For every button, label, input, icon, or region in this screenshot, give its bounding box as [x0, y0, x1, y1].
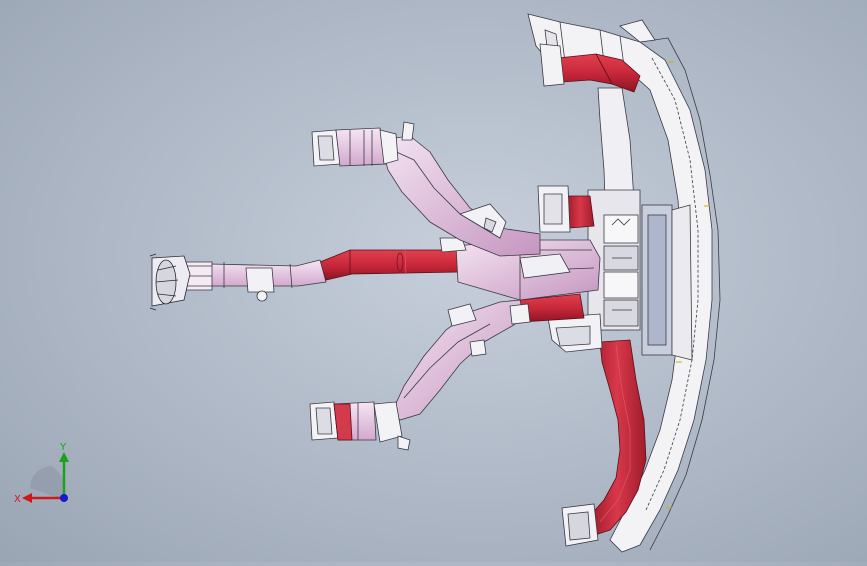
center-column	[587, 87, 693, 361]
z-axis-dot-icon	[60, 494, 68, 502]
left-pink-pipe	[183, 259, 327, 302]
edge-markers	[666, 61, 710, 509]
lower-left-outlet	[309, 401, 411, 451]
lower-left-pink-duct	[391, 299, 531, 421]
upper-left-outlet	[311, 127, 399, 167]
axis-triad: Y X	[12, 438, 76, 508]
y-axis-label: Y	[59, 442, 67, 453]
x-axis-arrow-icon	[22, 493, 64, 503]
upper-right-red-duct	[539, 43, 641, 93]
y-axis-arrow-icon	[59, 452, 69, 498]
left-end-outlet	[149, 253, 191, 311]
x-axis-label: X	[14, 494, 21, 505]
lower-right-red-duct	[561, 339, 647, 547]
center-upper-red-duct	[537, 185, 595, 233]
center-lower-outlet	[519, 293, 603, 353]
center-red-duct	[319, 249, 461, 281]
upper-left-pink-duct	[379, 121, 541, 257]
triad-base-icon	[30, 466, 64, 500]
